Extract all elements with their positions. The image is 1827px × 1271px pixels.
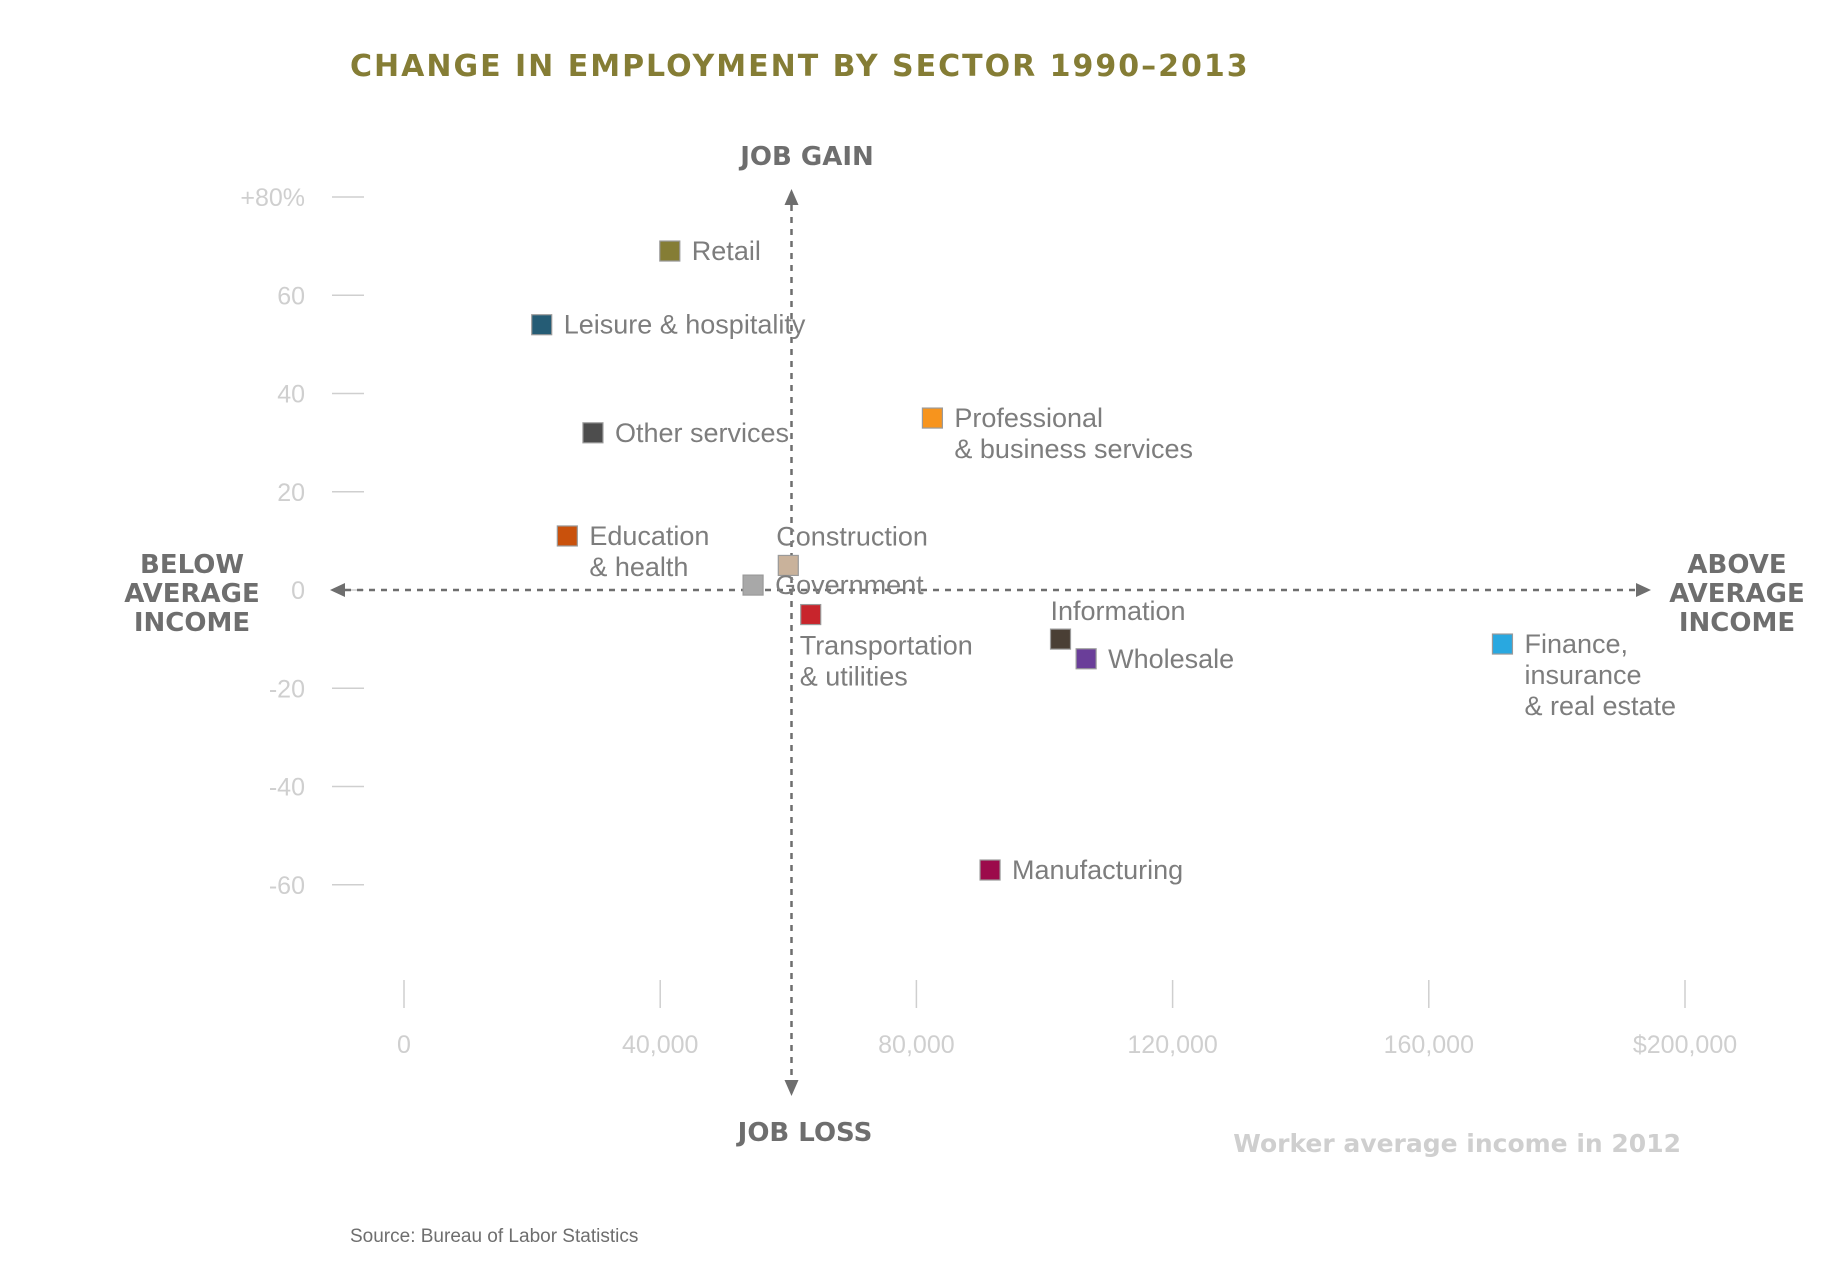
x-tick-label: $200,000 [1633,1031,1737,1059]
data-point: Retail [659,236,761,266]
x-tick-label: 0 [397,1031,411,1059]
y-tick-label: 60 [277,282,305,310]
point-marker [800,603,822,626]
x-tick-label: 120,000 [1127,1031,1217,1059]
point-marker [979,859,1001,881]
below-income-label-line1: BELOW [140,550,244,580]
data-point: Government [742,570,924,600]
y-tick-label: 20 [277,479,305,507]
x-tick-label: 160,000 [1384,1031,1474,1059]
y-tick-label: 0 [291,577,305,605]
point-label: Education& health [589,521,709,582]
data-point: Leisure & hospitality [531,310,806,340]
data-point: Professional& business services [921,403,1193,464]
above-income-label-line2: AVERAGE [1669,579,1804,609]
point-label: Other services [615,418,789,448]
point-label: Government [775,570,924,600]
job-loss-label: JOB LOSS [736,1118,873,1148]
data-point: Transportation& utilities [800,603,973,692]
point-marker [921,407,944,429]
y-tick-label: +80% [240,184,305,212]
point-label: Finance,insurance& real estate [1524,629,1676,721]
point-marker [742,574,764,596]
above-income-label-line3: INCOME [1679,608,1795,638]
point-marker [556,525,578,547]
point-label: Transportation& utilities [800,631,973,692]
point-marker [1491,633,1514,655]
data-point: Construction [776,521,928,577]
data-point: Education& health [556,521,709,582]
job-gain-label: JOB GAIN [738,142,874,172]
x-tick-label: 80,000 [878,1031,954,1059]
data-point: Manufacturing [979,855,1183,885]
above-income-label-line1: ABOVE [1687,550,1786,580]
y-tick-label: -60 [269,872,305,900]
arrow-right-icon [1636,583,1651,597]
x-tick-label: 40,000 [622,1031,698,1059]
point-marker [531,314,553,336]
quadrant-axes [330,189,1651,1096]
arrow-down-icon [784,1080,799,1096]
point-label: Professional& business services [954,403,1193,464]
point-marker [1049,628,1072,650]
x-axis-label: Worker average income in 2012 [1233,1129,1681,1158]
arrow-left-icon [330,583,345,597]
arrow-up-icon [784,189,799,205]
point-label: Information [1051,596,1186,626]
point-marker [1075,648,1097,670]
source-note: Source: Bureau of Labor Statistics [350,1226,638,1247]
y-tick-label: -40 [269,774,305,802]
y-tick-label: -20 [269,675,305,703]
data-point: Information [1049,596,1186,650]
data-point: Finance,insurance& real estate [1491,629,1676,721]
y-tick-label: 40 [277,381,305,409]
point-marker [659,240,681,262]
axis-ticks: +80% 60 40 20 0 -20 -40 -60 0 40,000 80,000 120,000… [240,184,1737,1059]
point-label: Retail [692,236,761,266]
point-marker [582,422,604,444]
data-point: Wholesale [1075,644,1234,674]
data-point: Other services [582,418,789,448]
point-label: Manufacturing [1012,855,1183,885]
point-label: Leisure & hospitality [564,310,806,340]
point-marker [777,554,799,577]
point-label: Construction [776,521,928,551]
below-income-label-line2: AVERAGE [124,579,259,609]
point-label: Wholesale [1108,644,1234,674]
below-income-label-line3: INCOME [134,608,250,638]
chart-title: CHANGE IN EMPLOYMENT BY SECTOR 1990–2013 [350,49,1250,84]
